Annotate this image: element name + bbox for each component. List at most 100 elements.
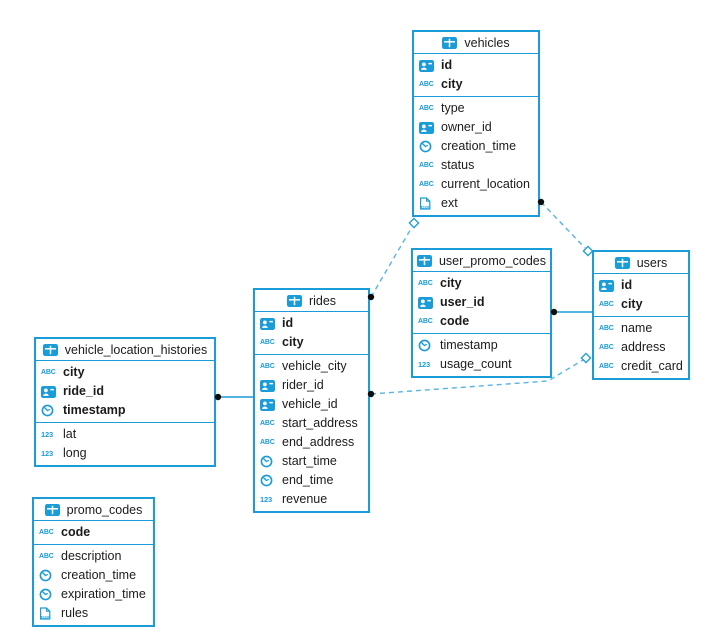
column-label: end_time: [282, 473, 334, 488]
id-card-icon: [419, 59, 436, 72]
column-row-creation_time[interactable]: creation_time: [34, 566, 153, 585]
table-header-user_promo_codes[interactable]: user_promo_codes: [413, 250, 550, 272]
column-label: city: [441, 77, 463, 92]
column-row-rules[interactable]: JSON rules: [34, 604, 153, 623]
relation-line[interactable]: [540, 201, 586, 249]
string-type-icon: ABC: [599, 344, 614, 351]
table-header-rides[interactable]: rides: [255, 290, 368, 312]
column-row-owner_id[interactable]: owner_id: [414, 118, 538, 137]
id-card-icon: [419, 121, 436, 134]
clock-icon: [260, 474, 277, 487]
column-row-lat[interactable]: 123 lat: [36, 425, 214, 444]
column-label: rider_id: [282, 378, 324, 393]
number-type-icon: 123: [41, 429, 53, 439]
column-row-creation_time[interactable]: creation_time: [414, 137, 538, 156]
column-label: long: [63, 446, 87, 461]
string-type-icon: ABC: [599, 325, 614, 332]
column-row-start_time[interactable]: start_time: [255, 452, 368, 471]
clock-icon: [260, 455, 277, 468]
column-label: id: [621, 278, 633, 293]
column-row-ride_id[interactable]: ride_id: [36, 382, 214, 401]
clock-icon: [419, 140, 436, 153]
number-type-icon: 123: [418, 359, 430, 369]
table-name: users: [636, 255, 668, 270]
column-row-timestamp[interactable]: timestamp: [36, 401, 214, 420]
column-label: rules: [61, 606, 89, 621]
table-header-vehicle_location_histories[interactable]: vehicle_location_histories: [36, 339, 214, 361]
table-header-vehicles[interactable]: vehicles: [414, 32, 538, 54]
column-label: current_location: [441, 177, 530, 192]
clock-icon: [39, 569, 56, 582]
column-row-user_id[interactable]: user_id: [413, 293, 550, 312]
column-label: start_time: [282, 454, 337, 469]
string-type-icon: ABC: [419, 162, 434, 169]
column-row-id[interactable]: id: [255, 314, 368, 333]
number-type-icon: 123: [260, 494, 272, 504]
column-label: city: [282, 335, 304, 350]
column-label: timestamp: [440, 338, 498, 353]
column-row-name[interactable]: ABC name: [594, 319, 688, 338]
column-label: start_address: [282, 416, 358, 431]
clock-icon: [39, 588, 56, 601]
table-icon: [614, 256, 632, 269]
column-label: vehicle_id: [282, 397, 338, 412]
relation-line[interactable]: [370, 226, 413, 298]
column-label: creation_time: [441, 139, 517, 154]
json-type-icon: JSON: [419, 197, 436, 210]
string-type-icon: ABC: [260, 420, 275, 427]
clock-icon: [41, 404, 58, 417]
column-label: city: [63, 365, 85, 380]
column-label: expiration_time: [61, 587, 146, 602]
relation-user_promo_codes-users[interactable]: [550, 308, 592, 316]
column-row-timestamp[interactable]: timestamp: [413, 336, 550, 355]
column-label: status: [441, 158, 475, 173]
table-header-promo_codes[interactable]: promo_codes: [34, 499, 153, 521]
svg-text:JSON: JSON: [420, 205, 430, 209]
column-row-status[interactable]: ABC status: [414, 156, 538, 175]
column-row-vehicle_id[interactable]: vehicle_id: [255, 395, 368, 414]
relation-vehicle_location_histories-rides[interactable]: [214, 393, 253, 401]
string-type-icon: ABC: [39, 553, 54, 560]
column-row-end_time[interactable]: end_time: [255, 471, 368, 490]
table-icon: [416, 254, 434, 267]
json-type-icon: JSON: [39, 607, 56, 620]
column-row-start_address[interactable]: ABC start_address: [255, 414, 368, 433]
column-row-expiration_time[interactable]: expiration_time: [34, 585, 153, 604]
column-row-id[interactable]: id: [594, 276, 688, 295]
string-type-icon: ABC: [260, 439, 275, 446]
column-row-id[interactable]: id: [414, 56, 538, 75]
column-label: name: [621, 321, 653, 336]
table-header-users[interactable]: users: [594, 252, 688, 274]
column-row-rider_id[interactable]: rider_id: [255, 376, 368, 395]
column-label: lat: [63, 427, 77, 442]
